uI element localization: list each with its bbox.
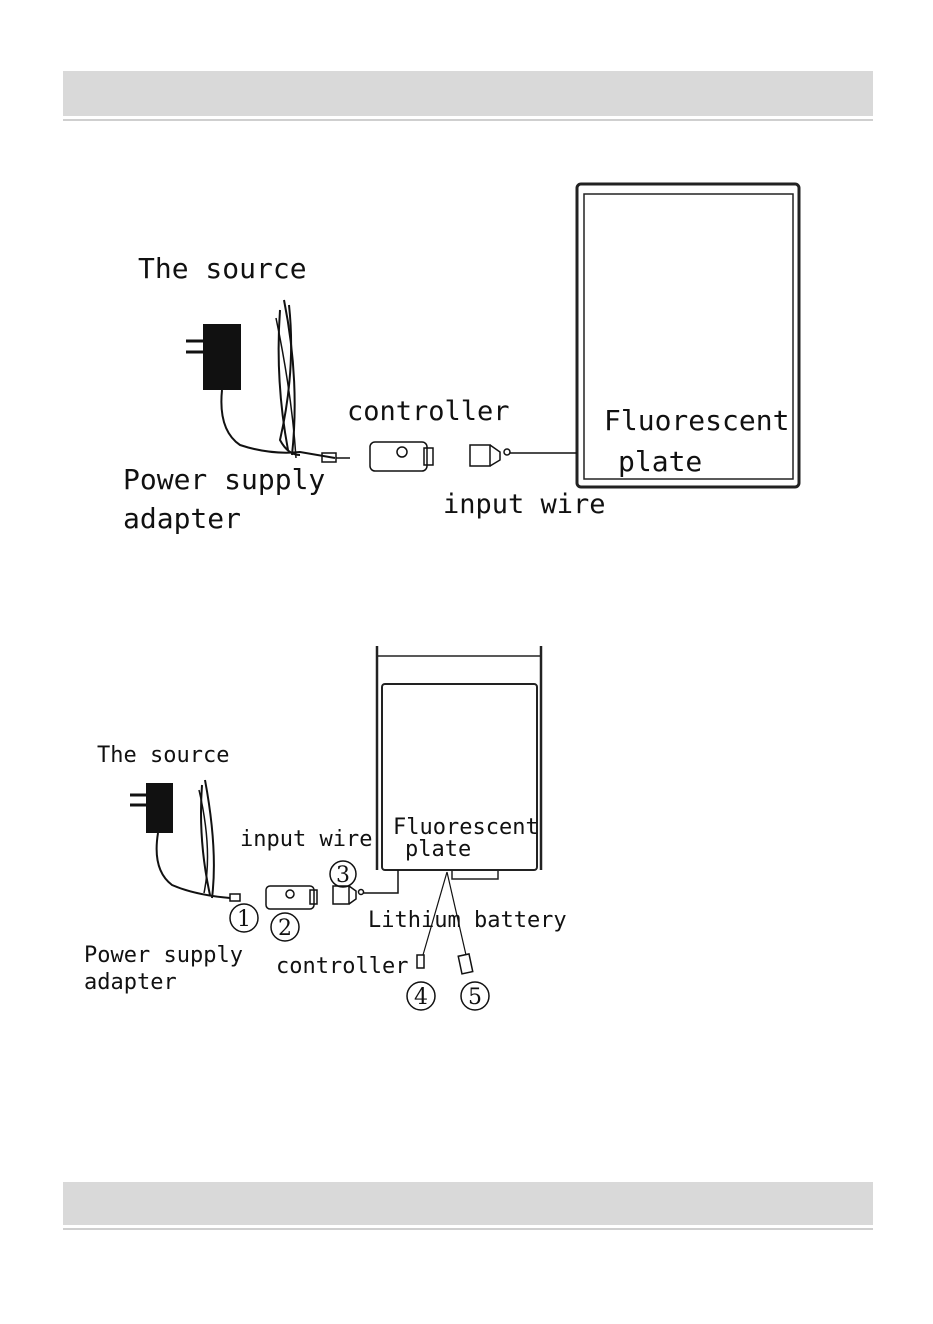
marker-3: 3 — [330, 861, 356, 888]
marker-4: 4 — [407, 982, 435, 1010]
adapter-body-2 — [146, 783, 173, 833]
marker-2: 2 — [271, 913, 299, 941]
battery-label: Lithium battery — [368, 908, 567, 933]
input-wire-label-2: input wire — [240, 827, 372, 852]
footer-band — [63, 1182, 873, 1225]
marker-1: 1 — [230, 904, 258, 932]
adapter-label-2-line1: Power supply — [84, 943, 243, 968]
battery-controller-switch — [417, 955, 424, 968]
marker-5: 5 — [461, 982, 489, 1010]
svg-text:4: 4 — [414, 985, 428, 1010]
svg-text:3: 3 — [336, 863, 350, 888]
battery-plug — [458, 954, 473, 974]
footer-rule — [63, 1228, 873, 1230]
source-label-2: The source — [97, 743, 229, 768]
controller-label-2: controller — [276, 954, 408, 979]
wiring-diagram-battery: 1 2 3 4 5 The source input wire Fluoresc… — [0, 0, 933, 1060]
svg-text:5: 5 — [468, 985, 482, 1010]
controller-icon-2 — [266, 886, 317, 909]
plate-label-2-line2: plate — [405, 837, 471, 862]
svg-text:2: 2 — [278, 916, 292, 941]
svg-text:1: 1 — [237, 907, 251, 932]
adapter-label-2-line2: adapter — [84, 970, 177, 995]
